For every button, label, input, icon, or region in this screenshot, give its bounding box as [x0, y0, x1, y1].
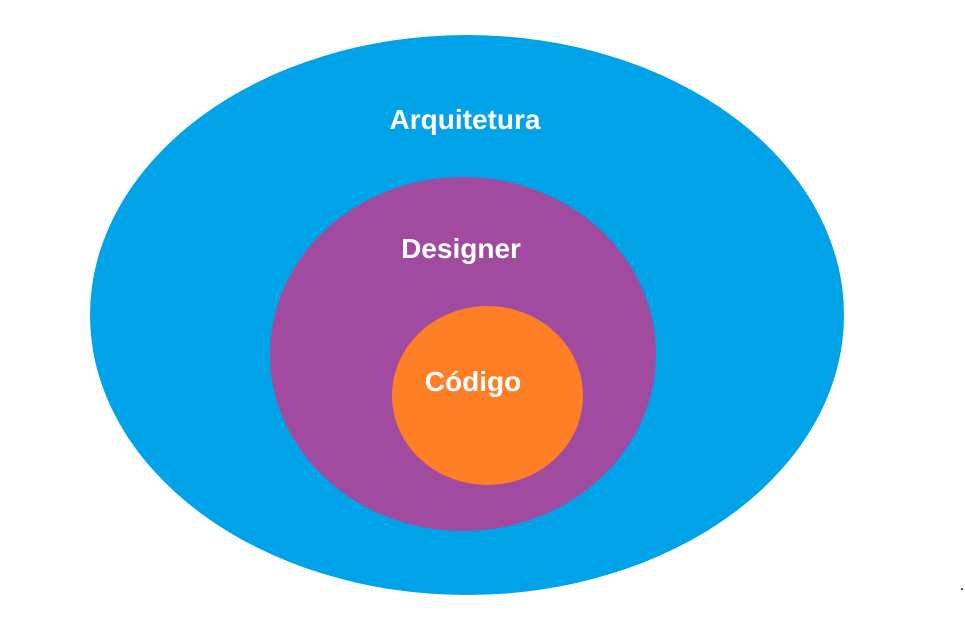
- label-codigo: Código: [424, 366, 522, 397]
- label-designer: Designer: [401, 233, 521, 264]
- inner-ellipse-codigo: [392, 306, 583, 485]
- stray-dot-mark: [961, 588, 963, 590]
- label-arquitetura: Arquitetura: [389, 104, 541, 135]
